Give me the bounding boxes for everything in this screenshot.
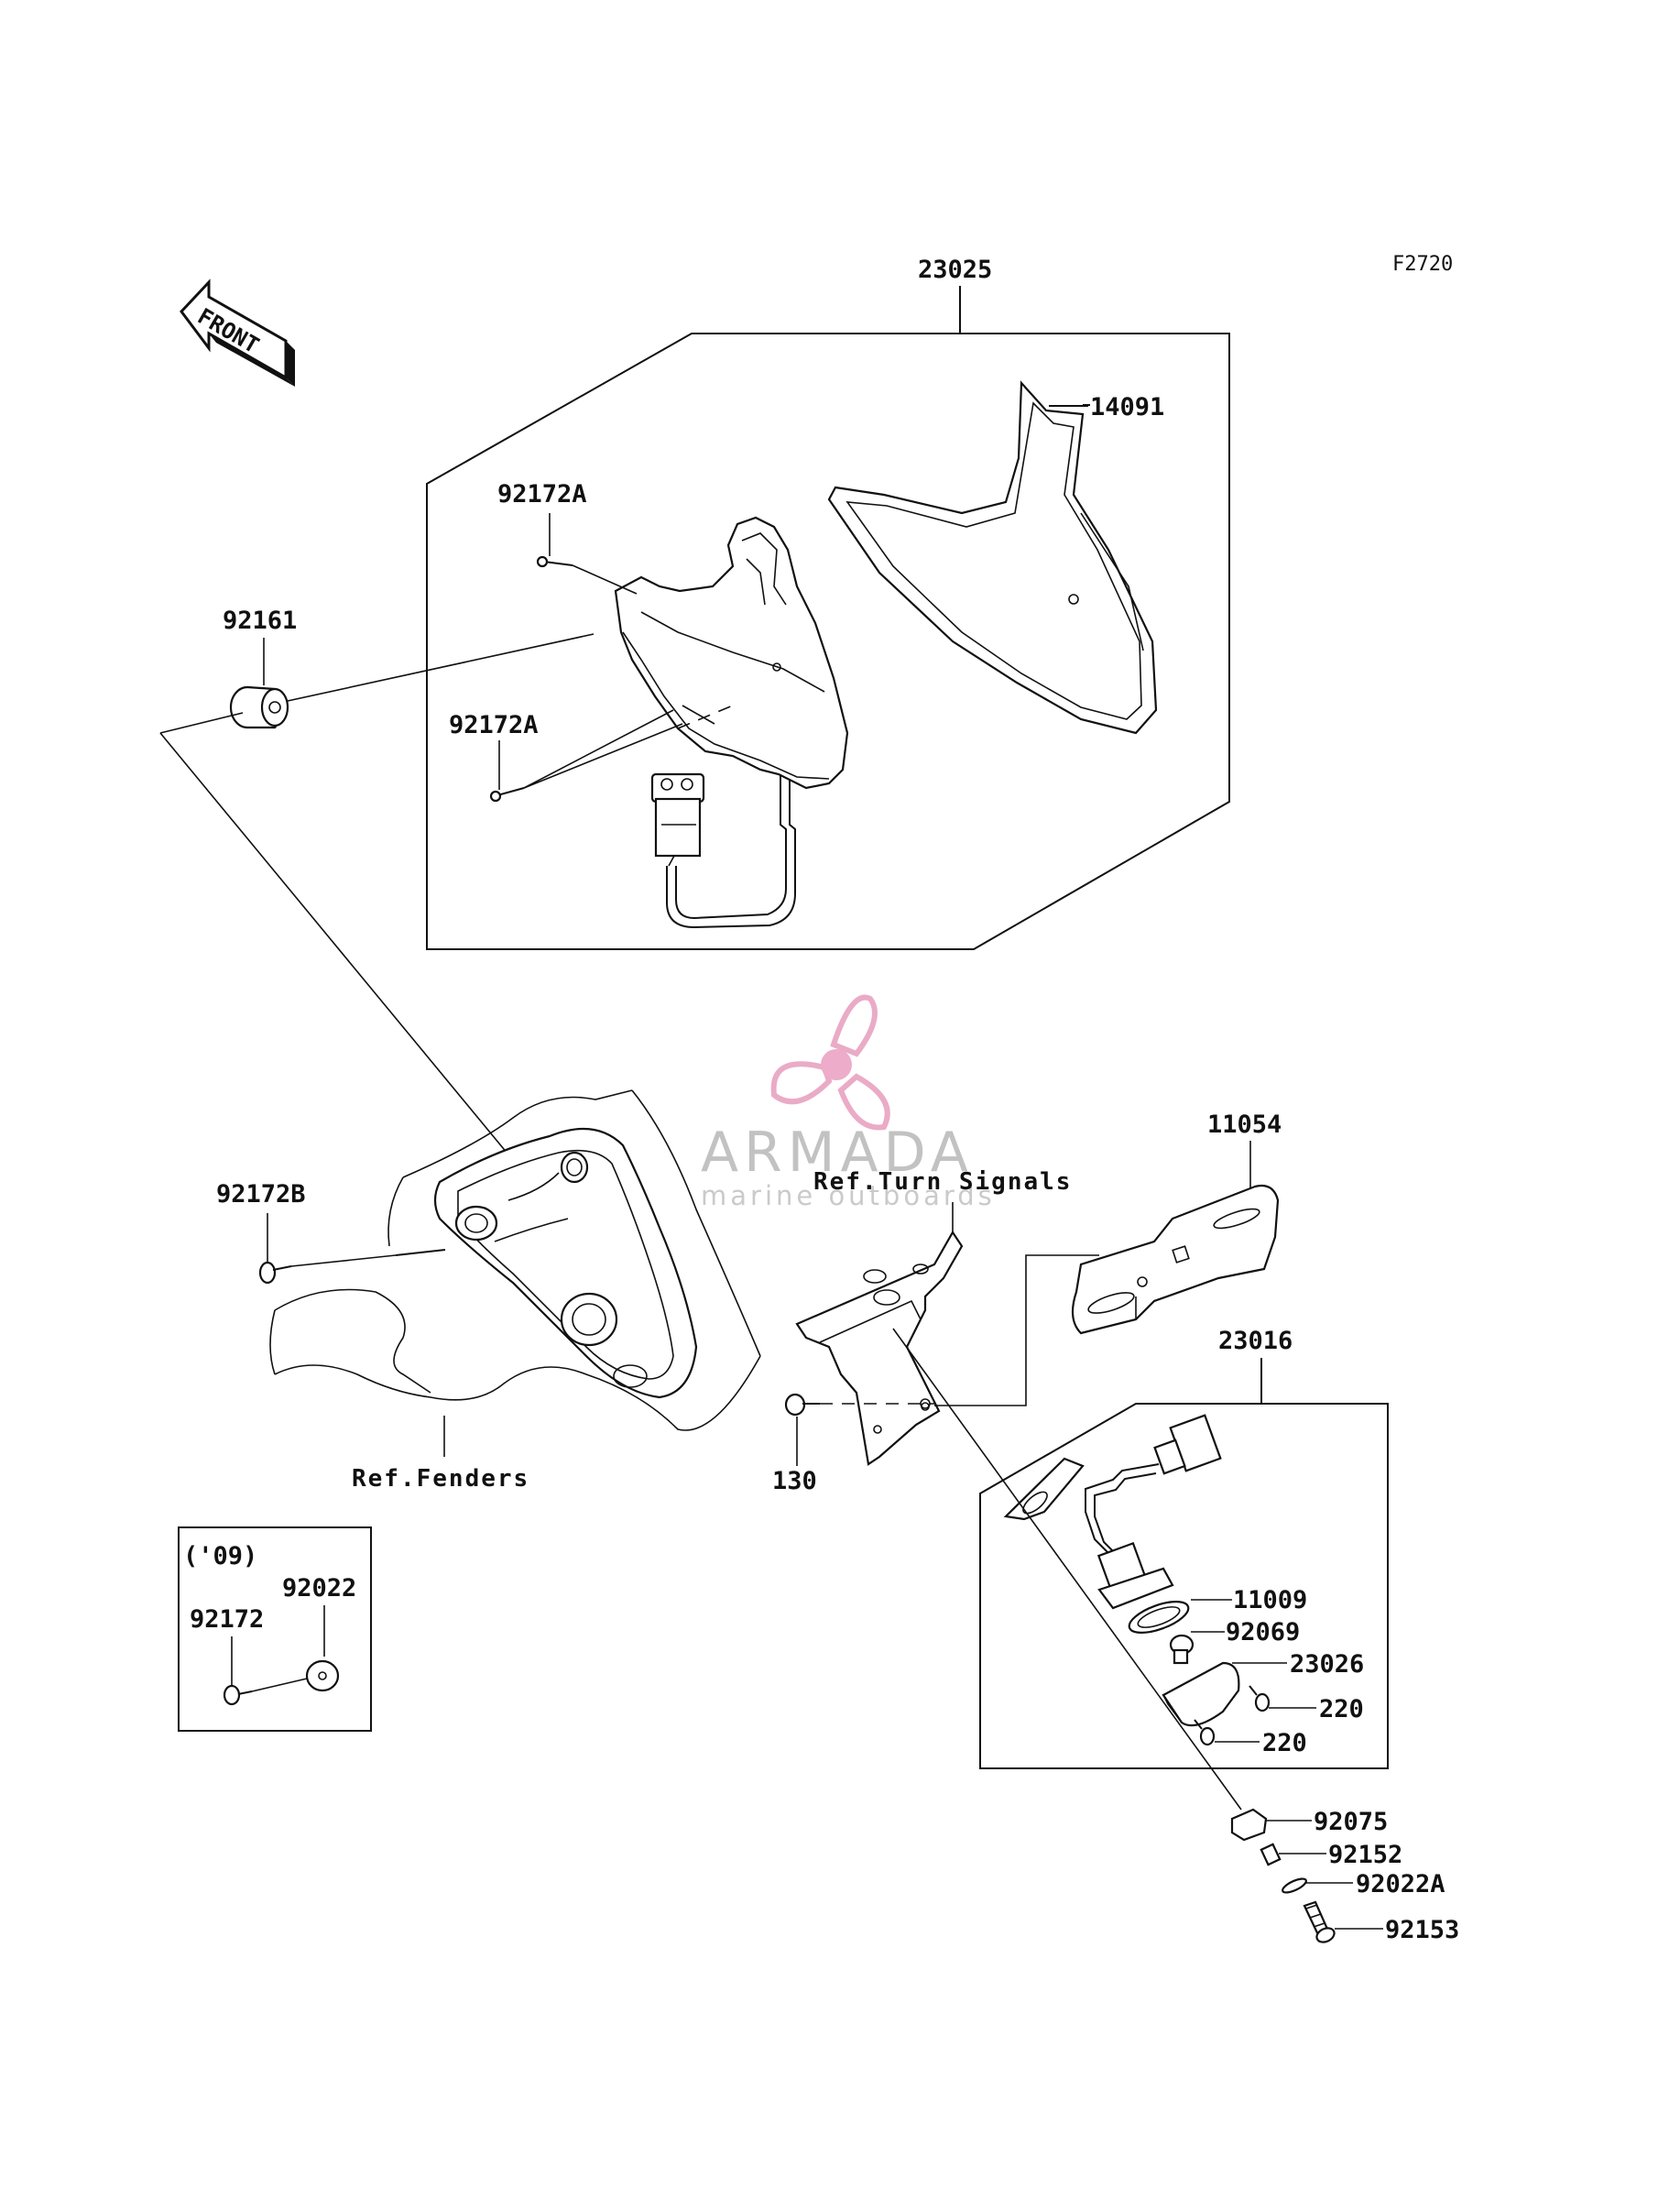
watermark-brand: ARMADA	[701, 1121, 974, 1185]
screw-92172A-top	[536, 513, 638, 595]
label-23016: 23016	[1218, 1327, 1293, 1355]
assembly-23025: 23025 14091	[426, 256, 1230, 950]
inset-09: ('09) 92022 92172	[178, 1526, 372, 1732]
label-inset-92172: 92172	[190, 1605, 264, 1634]
plate-bracket-11054: 11054	[1071, 1110, 1282, 1335]
hardware-stack	[1230, 1808, 1383, 1943]
label-92161: 92161	[223, 607, 297, 635]
label-92172A-top: 92172A	[497, 480, 587, 509]
label-14091: 14091	[1090, 393, 1164, 421]
watermark-tagline: marine outboards	[701, 1180, 996, 1211]
watermark: ARMADA marine outboards	[701, 994, 996, 1211]
label-ref-fenders: Ref.Fenders	[352, 1465, 529, 1493]
label-92153: 92153	[1385, 1916, 1459, 1944]
screw-92172A-bottom	[489, 709, 683, 803]
license-bracket	[795, 1202, 964, 1466]
label-220-a: 220	[1319, 1695, 1364, 1723]
label-92075: 92075	[1314, 1808, 1388, 1836]
rear-fender	[269, 1089, 761, 1457]
figure-code: F2720	[1392, 253, 1453, 276]
tail-light-housing	[614, 516, 849, 929]
screw-92172B: 92172B	[216, 1180, 306, 1285]
label-92152: 92152	[1328, 1841, 1402, 1869]
grommet-92161: 92161	[223, 607, 595, 729]
label-130: 130	[772, 1467, 817, 1495]
label-11009: 11009	[1233, 1586, 1307, 1614]
assembly-23016: 23016	[979, 1327, 1389, 1769]
label-inset-92022: 92022	[282, 1574, 356, 1603]
front-arrow-icon: FRONT	[180, 279, 295, 387]
label-ref-turn-signals: Ref.Turn Signals	[813, 1168, 1072, 1196]
label-92069: 92069	[1226, 1618, 1300, 1647]
label-92022A: 92022A	[1356, 1870, 1445, 1898]
label-220-b: 220	[1262, 1729, 1307, 1757]
propeller-logo-icon	[770, 994, 890, 1131]
label-92172B: 92172B	[216, 1180, 306, 1209]
inset-year: ('09)	[183, 1542, 257, 1570]
label-92172A-bottom: 92172A	[449, 711, 539, 739]
bolt-130: 130	[772, 1393, 820, 1495]
lens-cover-14091	[827, 380, 1158, 735]
label-23026: 23026	[1290, 1650, 1364, 1679]
label-11054: 11054	[1207, 1110, 1282, 1139]
label-23025: 23025	[918, 256, 992, 284]
